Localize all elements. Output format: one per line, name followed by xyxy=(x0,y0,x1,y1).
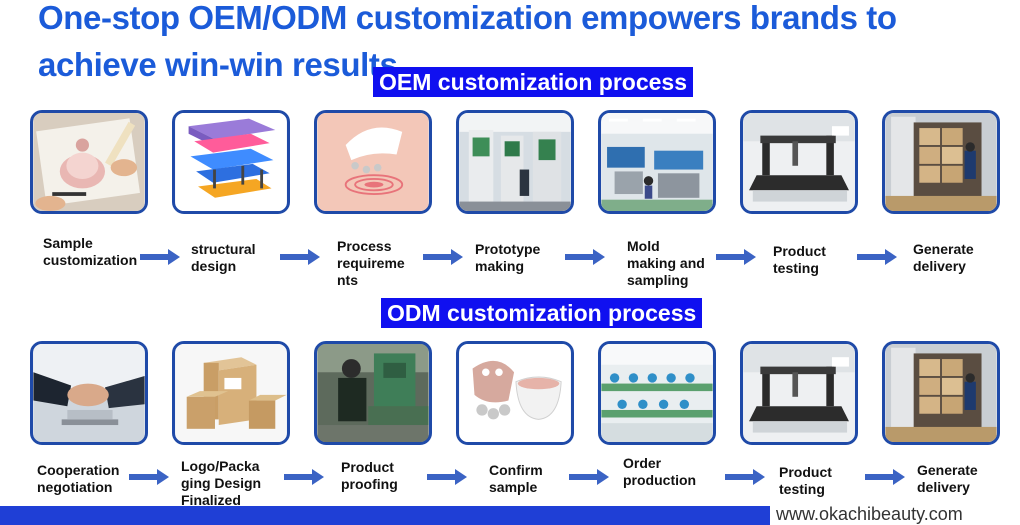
sample-device-icon xyxy=(456,341,574,445)
odm-step-label-7: Generate delivery xyxy=(917,462,978,495)
oem-step-label-6: Product testing xyxy=(773,243,826,276)
oem-process-heading: OEM customization process xyxy=(373,67,694,97)
arrow-right-icon xyxy=(284,469,324,485)
oem-step-label-7: Generate delivery xyxy=(913,241,974,274)
oem-step-label-5: Mold making and sampling xyxy=(627,238,705,288)
assembly-line-icon xyxy=(598,341,716,445)
arrow-right-icon xyxy=(140,249,180,265)
cnc-machine-icon xyxy=(456,110,574,214)
oem-step-label-1: Sample customization xyxy=(43,235,138,268)
arrow-right-icon xyxy=(857,249,897,265)
arrow-right-icon xyxy=(423,249,463,265)
oem-step-label-4: Prototype making xyxy=(475,241,541,274)
arrow-right-icon xyxy=(427,469,467,485)
factory-floor-icon xyxy=(598,110,716,214)
page-title: One-stop OEM/ODM customization empowers … xyxy=(38,0,897,83)
website-url[interactable]: www.okachibeauty.com xyxy=(776,504,963,524)
arrow-right-icon xyxy=(565,249,605,265)
odm-process-heading: ODM customization process xyxy=(381,298,703,328)
arrow-right-icon xyxy=(716,249,756,265)
arrow-right-icon xyxy=(569,469,609,485)
arrow-right-icon xyxy=(725,469,765,485)
odm-step-label-6: Product testing xyxy=(779,464,832,497)
measuring-machine-icon xyxy=(740,110,858,214)
designer-sketch-icon xyxy=(30,110,148,214)
oem-step-label-2: structural design xyxy=(191,241,256,274)
odm-step-label-1: Cooperation negotiation xyxy=(37,462,120,495)
odm-step-label-5: Order production xyxy=(623,455,697,488)
oem-step-label-3: Process requireme nts xyxy=(337,238,405,288)
arrow-right-icon xyxy=(129,469,169,485)
odm-step-label-3: Product proofing xyxy=(341,459,398,492)
shipping-container-icon xyxy=(882,341,1000,445)
odm-step-label-2: Logo/Packa ging Design Finalized xyxy=(181,458,262,508)
odm-step-label-4: Confirm sample xyxy=(489,462,543,495)
machinist-icon xyxy=(314,341,432,445)
footer-bar xyxy=(0,506,770,525)
handshake-icon xyxy=(30,341,148,445)
shipping-container-icon xyxy=(882,110,1000,214)
beauty-device-skin-icon xyxy=(314,110,432,214)
arrow-right-icon xyxy=(865,469,905,485)
mold-structure-icon xyxy=(172,110,290,214)
measuring-machine-icon xyxy=(740,341,858,445)
arrow-right-icon xyxy=(280,249,320,265)
packaging-boxes-icon xyxy=(172,341,290,445)
